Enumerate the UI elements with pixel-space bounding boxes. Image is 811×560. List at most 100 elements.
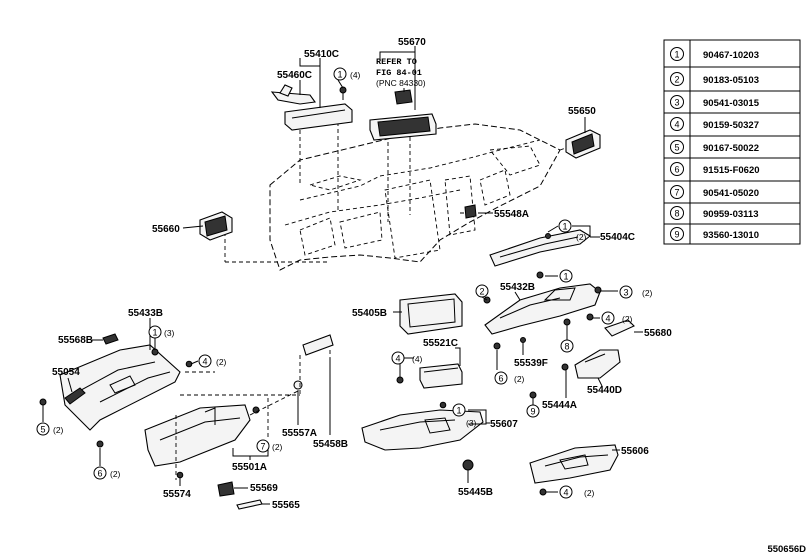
label-55569: 55569 bbox=[250, 483, 278, 494]
callout-qty: (4) bbox=[412, 354, 423, 364]
callout-key: 1 bbox=[563, 272, 568, 282]
callout-key: 4 bbox=[605, 314, 610, 324]
part-55521c-box bbox=[419, 363, 463, 389]
label-55404c: 55404C bbox=[600, 232, 635, 243]
callout-key: 1 bbox=[456, 406, 461, 416]
callout-fastener: 1 (4) bbox=[333, 67, 361, 81]
legend-key-circle bbox=[670, 185, 684, 199]
label-55660: 55660 bbox=[152, 224, 180, 235]
reference-note-line2: FIG 84-01 bbox=[376, 68, 422, 78]
part-55433b-glove-box-door bbox=[59, 344, 181, 431]
label-55539f: 55539F bbox=[514, 358, 548, 369]
legend-row: 9 93560-13010 bbox=[670, 227, 759, 241]
part-55568b-bracket bbox=[102, 333, 119, 345]
callout-qty: (2) bbox=[110, 469, 121, 479]
part-55458b-bracket bbox=[302, 334, 334, 356]
callout-fastener: 2 bbox=[475, 284, 489, 298]
callout-key: 6 bbox=[498, 374, 503, 384]
fastener-icon bbox=[483, 271, 602, 399]
callout-fastener: 1 bbox=[559, 269, 573, 283]
reference-note-line3: (PNC 84330) bbox=[376, 78, 426, 88]
callout-fastener: 4 (2) bbox=[601, 311, 633, 325]
legend-part-number: 90467-10203 bbox=[703, 50, 759, 61]
label-55548a: 55548A bbox=[494, 209, 529, 220]
instrument-panel-outline bbox=[269, 123, 561, 271]
part-55432b-lower-panel bbox=[484, 283, 601, 335]
callout-qty: (2) bbox=[53, 425, 64, 435]
part-55670-vent-small bbox=[394, 89, 413, 105]
legend-row: 1 90467-10203 bbox=[670, 47, 759, 61]
part-55440d-bracket bbox=[574, 349, 621, 379]
callout-key: 1 bbox=[152, 328, 157, 338]
part-center-air-vent bbox=[369, 113, 437, 141]
legend-part-number: 90159-50327 bbox=[703, 120, 759, 131]
label-55410c: 55410C bbox=[304, 49, 339, 60]
screw-icon bbox=[439, 401, 447, 409]
label-55433b: 55433B bbox=[128, 308, 163, 319]
callout-key: 3 bbox=[623, 288, 628, 298]
legend-key-circle bbox=[670, 206, 684, 220]
legend-row: 4 90159-50327 bbox=[670, 117, 759, 131]
legend-key-circle bbox=[670, 72, 684, 86]
label-55054: 55054 bbox=[52, 367, 80, 378]
legend-part-number: 90541-05020 bbox=[703, 188, 759, 199]
legend-key-circle bbox=[670, 117, 684, 131]
callout-fastener: 1 (3) bbox=[148, 325, 175, 339]
part-55410c-panel bbox=[284, 103, 353, 131]
reference-note: REFER TO FIG 84-01 (PNC 84330) bbox=[376, 57, 426, 88]
callout-key: 1 bbox=[562, 222, 567, 232]
part-55445b-plug bbox=[462, 459, 474, 471]
legend-table: 1 90467-10203 2 90183-05103 3 90541-0301… bbox=[663, 39, 801, 245]
legend-key-circle bbox=[670, 162, 684, 176]
callout-qty: (2) bbox=[216, 357, 227, 367]
legend-part-number: 90541-03015 bbox=[703, 98, 760, 109]
label-55460c: 55460C bbox=[277, 70, 312, 81]
callout-qty: (2) bbox=[642, 288, 653, 298]
label-55405b: 55405B bbox=[352, 308, 387, 319]
callouts: 1 (4) 1 (2) 1 2 3 (2) 4 bbox=[36, 67, 653, 499]
label-55432b: 55432B bbox=[500, 282, 535, 293]
label-55501a: 55501A bbox=[232, 462, 267, 473]
callout-qty: (3) bbox=[164, 328, 175, 338]
legend-key: 1 bbox=[674, 50, 679, 60]
part-55460c-cover bbox=[270, 84, 316, 105]
part-55607-lower-panel bbox=[361, 409, 484, 451]
callout-fastener: 6 (2) bbox=[494, 371, 525, 385]
legend-key: 3 bbox=[674, 98, 679, 108]
screw-icon bbox=[539, 488, 547, 496]
label-55440d: 55440D bbox=[587, 385, 622, 396]
callout-fastener: 5 (2) bbox=[36, 422, 64, 436]
screw-icon bbox=[339, 86, 347, 100]
legend-key: 4 bbox=[674, 120, 679, 130]
callout-fastener: 1 (2) bbox=[558, 219, 587, 242]
legend-part-number: 90167-50022 bbox=[703, 143, 759, 154]
part-55404c-panel bbox=[489, 229, 591, 267]
callout-key: 2 bbox=[479, 287, 484, 297]
part-55501a-glove-box bbox=[144, 404, 251, 467]
label-55670: 55670 bbox=[398, 37, 426, 48]
legend-row: 7 90541-05020 bbox=[670, 185, 759, 199]
legend-part-number: 90959-03113 bbox=[703, 209, 758, 220]
callout-fastener: 8 bbox=[560, 339, 574, 353]
label-55607: 55607 bbox=[490, 419, 518, 430]
label-55444a: 55444A bbox=[542, 400, 577, 411]
callout-fastener: 7 (2) bbox=[256, 439, 283, 453]
legend-key-circle bbox=[670, 140, 684, 154]
part-55548a-clip bbox=[464, 204, 477, 219]
legend-key: 6 bbox=[674, 165, 679, 175]
part-55405b-pocket bbox=[399, 293, 463, 335]
callout-qty: (2) bbox=[514, 374, 525, 384]
label-55521c: 55521C bbox=[423, 338, 458, 349]
callout-fastener: 4 (2) bbox=[198, 354, 227, 368]
legend-key-circle bbox=[670, 47, 684, 61]
callout-fastener: 4 (4) bbox=[391, 351, 423, 365]
callout-key: 4 bbox=[395, 354, 400, 364]
legend-key-circle bbox=[670, 227, 684, 241]
legend-key: 8 bbox=[674, 209, 679, 219]
legend-part-number: 93560-13010 bbox=[703, 230, 759, 241]
callout-qty: (2) bbox=[576, 232, 587, 242]
part-55680-cover bbox=[604, 319, 635, 337]
callout-key: 7 bbox=[260, 442, 265, 452]
callout-fastener: 1 (3) bbox=[452, 403, 477, 428]
